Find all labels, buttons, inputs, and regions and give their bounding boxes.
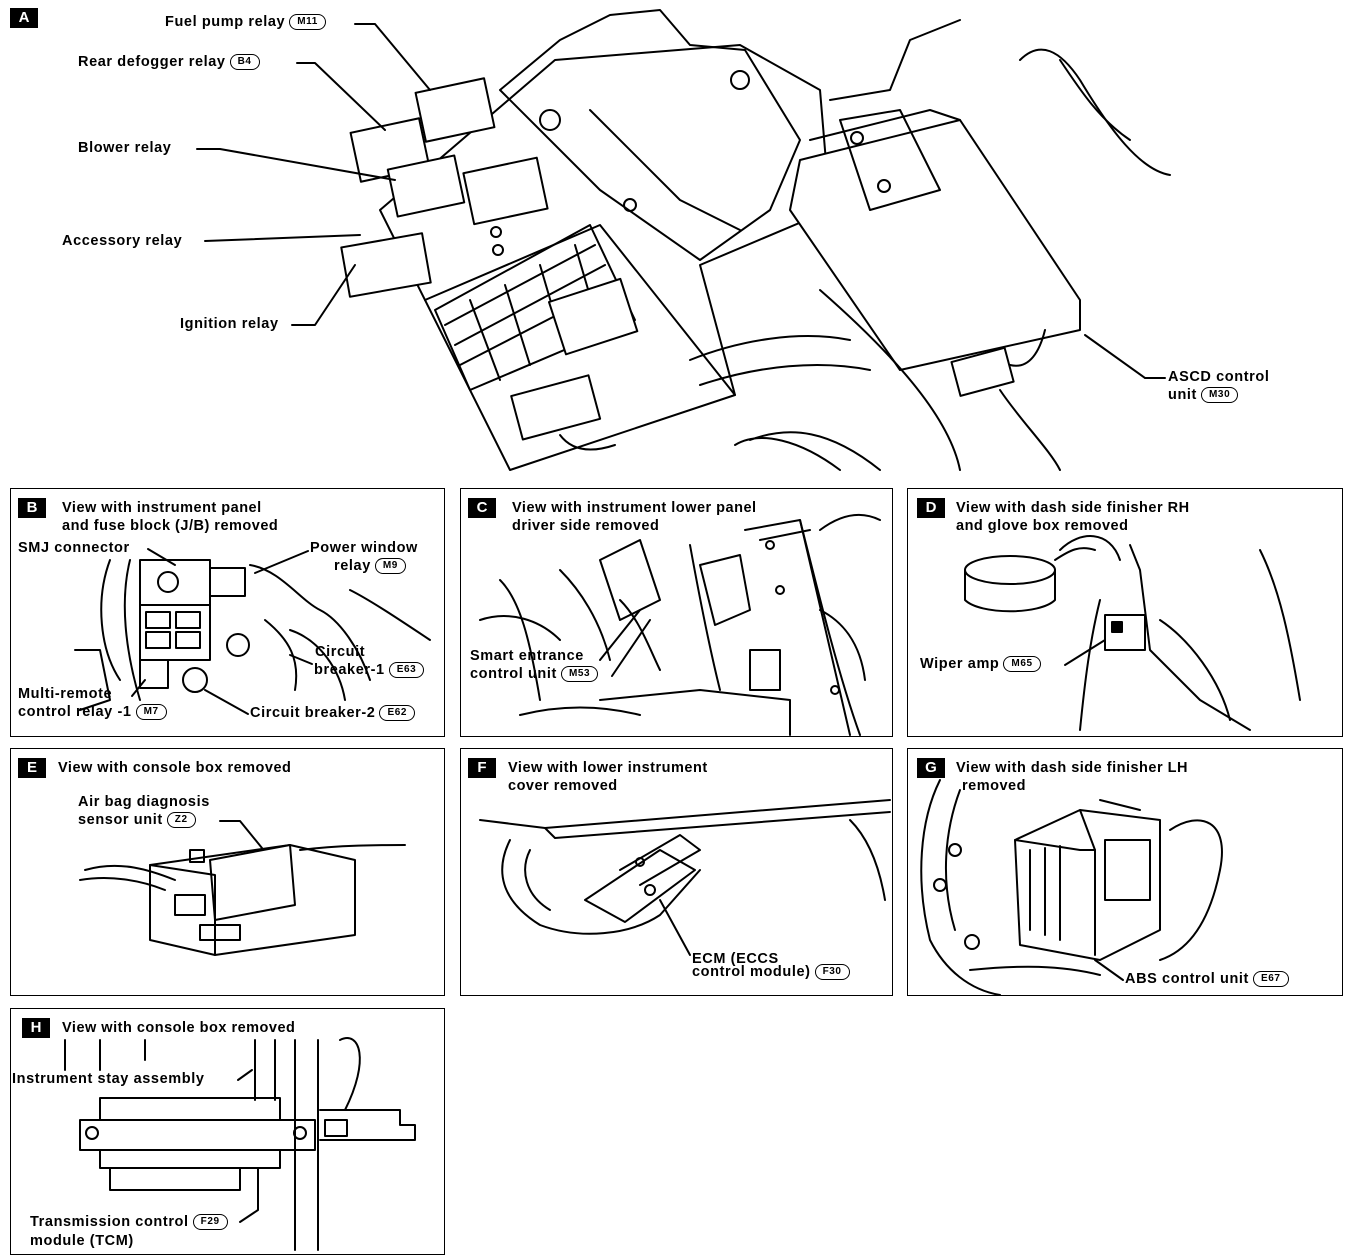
junction-block-illustration [196, 9, 1171, 471]
panel-d [907, 488, 1343, 737]
fuel-pump-relay-code: M11 [289, 14, 326, 31]
multi-remote-label: Multi-remote [18, 686, 113, 702]
smart-entrance-code: M53 [560, 666, 599, 683]
abs-control-unit-code: E67 [1252, 971, 1289, 988]
panel-f-title: View with lower instrument [508, 760, 708, 776]
circuit-breaker-1-label: Circuit [315, 644, 366, 660]
ecm-label: ECM (ECCS [692, 951, 779, 967]
multi-remote-code: M7 [135, 704, 167, 721]
smart-entrance-label: Smart entrance [470, 648, 584, 664]
panel-b-subtitle: and fuse block (J/B) removed [62, 518, 279, 534]
panel-g-letter: G [917, 758, 945, 778]
panel-e-title: View with console box removed [58, 760, 292, 776]
panel-a-letter: A [10, 8, 38, 28]
ascd-control-unit-code: M30 [1200, 387, 1239, 404]
airbag-sensor-label: Air bag diagnosis [78, 794, 210, 810]
ascd-control-unit-label: ASCD control [1168, 369, 1270, 385]
panel-f [460, 748, 893, 996]
ignition-relay-label: Ignition relay [180, 316, 279, 332]
panel-b-letter: B [18, 498, 46, 518]
panel-g [907, 748, 1343, 996]
panel-c-title: View with instrument lower panel [512, 500, 757, 516]
panel-e [10, 748, 445, 996]
panel-d-letter: D [917, 498, 945, 518]
circuit-breaker-1-code: E63 [388, 662, 425, 679]
accessory-relay-label: Accessory relay [62, 233, 183, 249]
panel-f-letter: F [468, 758, 496, 778]
panel-h [10, 1008, 445, 1255]
instrument-stay-label: Instrument stay assembly [12, 1071, 205, 1088]
tcm-label-2: module (TCM) [30, 1233, 134, 1249]
panel-g-title: View with dash side finisher LH [956, 760, 1188, 776]
tcm-code: F29 [192, 1214, 228, 1231]
panel-d-title: View with dash side finisher RH [956, 500, 1190, 516]
ecm-label-2: control module)F30 [692, 964, 850, 981]
panel-g-subtitle: removed [962, 778, 1026, 794]
panel-c-letter: C [468, 498, 496, 518]
rear-defogger-relay-code: B4 [229, 54, 260, 71]
ecm-code: F30 [814, 964, 850, 981]
circuit-breaker-2-code: E62 [379, 705, 416, 722]
smj-connector-label: SMJ connector [18, 540, 130, 556]
blower-relay-label: Blower relay [78, 140, 172, 156]
panel-c-subtitle: driver side removed [512, 518, 660, 534]
power-window-relay-code: M9 [374, 558, 406, 575]
panel-e-letter: E [18, 758, 46, 778]
panel-d-subtitle: and glove box removed [956, 518, 1129, 534]
panel-c [460, 488, 893, 737]
panel-h-letter: H [22, 1018, 50, 1038]
panel-h-title: View with console box removed [62, 1020, 296, 1036]
wiper-amp-code: M65 [1003, 656, 1041, 673]
power-window-relay-label: Power window [310, 540, 418, 556]
airbag-sensor-code: Z2 [166, 812, 196, 829]
panel-b [10, 488, 445, 737]
panel-f-subtitle: cover removed [508, 778, 618, 794]
panel-b-title: View with instrument panel [62, 500, 262, 516]
